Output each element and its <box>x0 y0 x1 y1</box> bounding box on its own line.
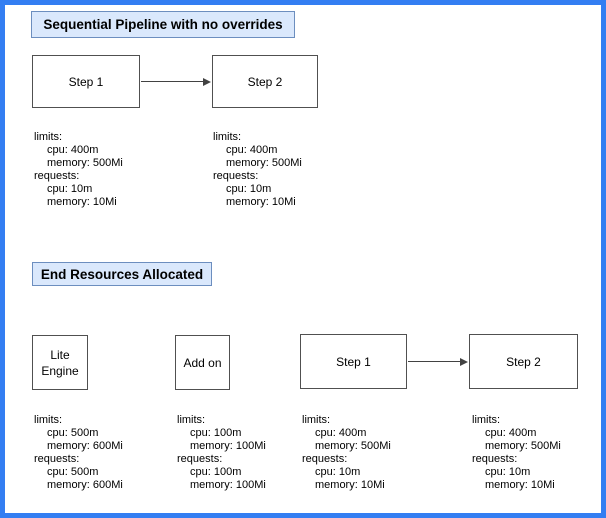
resource-line: memory: 600Mi <box>47 479 123 491</box>
resource-block-step1-bottom: limits: cpu: 400m memory: 500Mi requests… <box>302 414 391 492</box>
arrow-step1-to-step2-bottom <box>408 357 468 366</box>
resource-block-lite-engine: limits: cpu: 500m memory: 600Mi requests… <box>34 414 123 492</box>
resource-line: requests: <box>213 170 259 182</box>
node-step1-bottom-label: Step 1 <box>336 354 371 369</box>
resource-line: cpu: 10m <box>485 466 531 478</box>
resource-line: memory: 100Mi <box>190 479 266 491</box>
resource-line: memory: 10Mi <box>315 479 385 491</box>
resource-line: cpu: 400m <box>315 427 367 439</box>
resource-line: memory: 10Mi <box>485 479 555 491</box>
section-title-end-resources: End Resources Allocated <box>32 262 212 286</box>
resource-line: cpu: 10m <box>47 183 93 195</box>
resource-line: memory: 10Mi <box>47 196 117 208</box>
resource-line: requests: <box>34 170 80 182</box>
resource-line: cpu: 400m <box>485 427 537 439</box>
resource-line: cpu: 400m <box>47 144 99 156</box>
resource-line: memory: 100Mi <box>190 440 266 452</box>
node-add-on-label: Add on <box>183 355 222 370</box>
node-lite-engine-label: Lite Engine <box>41 347 79 378</box>
node-step2-bottom-label: Step 2 <box>506 354 541 369</box>
resource-line: cpu: 500m <box>47 466 99 478</box>
resource-line: limits: <box>472 414 501 426</box>
resource-line: limits: <box>34 414 63 426</box>
resource-block-step2-bottom: limits: cpu: 400m memory: 500Mi requests… <box>472 414 561 492</box>
resource-line: limits: <box>34 131 63 143</box>
resource-line: cpu: 100m <box>190 427 242 439</box>
resource-line: cpu: 500m <box>47 427 99 439</box>
resource-block-step2-top: limits: cpu: 400m memory: 500Mi requests… <box>213 131 302 209</box>
node-step2-top-label: Step 2 <box>247 74 283 89</box>
resource-line: memory: 500Mi <box>485 440 561 452</box>
resource-line: requests: <box>34 453 80 465</box>
resource-line: memory: 600Mi <box>47 440 123 452</box>
node-step1-top: Step 1 <box>32 55 140 108</box>
resource-line: cpu: 100m <box>190 466 242 478</box>
resource-block-add-on: limits: cpu: 100m memory: 100Mi requests… <box>177 414 266 492</box>
node-step1-top-label: Step 1 <box>68 74 104 89</box>
arrow-step1-to-step2-top <box>141 77 211 86</box>
resource-line: limits: <box>177 414 206 426</box>
resource-line: requests: <box>302 453 348 465</box>
resource-line: memory: 10Mi <box>226 196 296 208</box>
resource-line: requests: <box>177 453 223 465</box>
node-step2-bottom: Step 2 <box>469 334 578 389</box>
resource-line: memory: 500Mi <box>47 157 123 169</box>
resource-line: cpu: 400m <box>226 144 278 156</box>
node-step1-bottom: Step 1 <box>300 334 407 389</box>
node-step2-top: Step 2 <box>212 55 318 108</box>
resource-line: requests: <box>472 453 518 465</box>
resource-line: cpu: 10m <box>315 466 361 478</box>
resource-line: memory: 500Mi <box>315 440 391 452</box>
resource-line: limits: <box>213 131 242 143</box>
node-lite-engine: Lite Engine <box>32 335 88 390</box>
node-add-on: Add on <box>175 335 230 390</box>
resource-line: limits: <box>302 414 331 426</box>
section-title-sequential-pipeline: Sequential Pipeline with no overrides <box>31 11 295 38</box>
resource-line: cpu: 10m <box>226 183 272 195</box>
resource-block-step1-top: limits: cpu: 400m memory: 500Mi requests… <box>34 131 123 209</box>
resource-line: memory: 500Mi <box>226 157 302 169</box>
